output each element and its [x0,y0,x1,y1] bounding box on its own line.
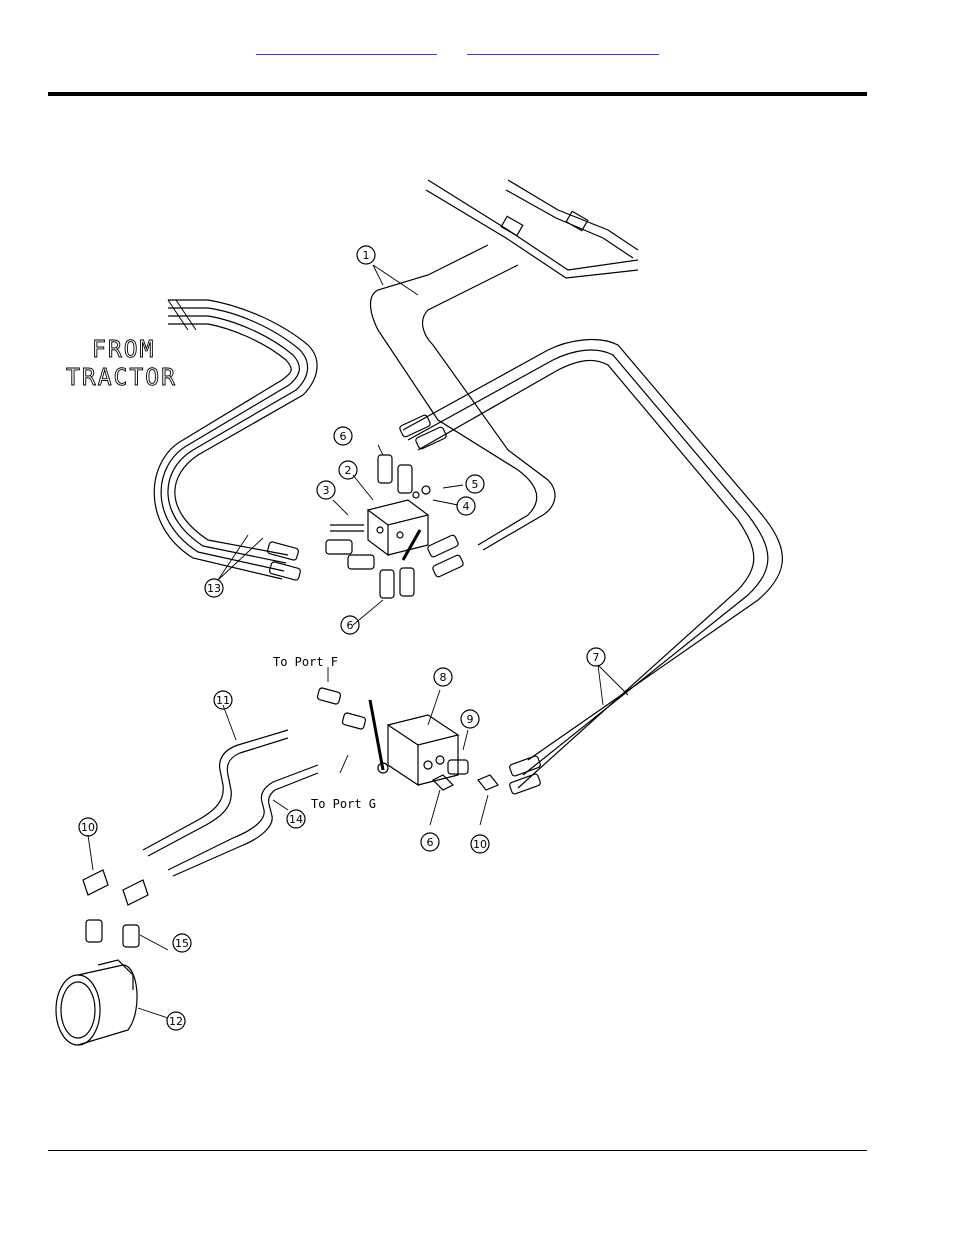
hose-11-14-group [142,687,367,877]
callout-11: 11 [213,690,233,710]
callout-8: 8 [433,667,453,687]
svg-text:12: 12 [169,1015,183,1028]
header-rule [48,92,867,96]
svg-text:6: 6 [427,836,434,849]
leader-lines [87,264,629,1019]
to-port-g-label: To Port G [311,797,376,811]
callout-6-mid: 6 [340,615,360,635]
svg-text:11: 11 [216,694,230,707]
fittings-lower [82,869,149,948]
callout-15: 15 [172,933,192,953]
svg-text:10: 10 [81,821,95,834]
valve-block-8 [368,699,460,787]
hose-13-group [153,299,318,580]
to-port-f-label: To Port F [273,655,338,669]
svg-text:2: 2 [345,464,352,477]
svg-text:8: 8 [440,671,447,684]
valve-block-2 [325,454,431,599]
callout-12: 12 [166,1011,186,1031]
from-tractor-label-line1: FROM [92,337,155,363]
hose-7-group [402,339,783,789]
callout-3: 3 [316,480,336,500]
svg-text:6: 6 [347,619,354,632]
callout-6-top: 6 [333,426,353,446]
hose-1-group [369,179,639,551]
from-tractor-label-line2: TRACTOR [66,365,177,391]
callout-10-right: 10 [470,834,490,854]
callout-6-low: 6 [420,832,440,852]
motor-12 [55,959,138,1046]
callout-5: 5 [465,474,485,494]
svg-text:10: 10 [473,838,487,851]
header-link-2[interactable] [467,40,659,55]
svg-text:9: 9 [467,713,474,726]
callout-7: 7 [586,647,606,667]
svg-text:15: 15 [175,937,189,950]
callout-group: 1 2 3 4 5 6 6 6 7 8 9 10 10 11 12 13 14 … [78,245,606,1031]
svg-text:7: 7 [593,651,600,664]
fittings-9-10-6 [431,755,541,795]
callout-13: 13 [204,578,224,598]
hydraulic-parts-diagram: FROM TRACTOR [55,179,783,1046]
hose-end-fittings [267,414,464,581]
svg-text:13: 13 [207,582,221,595]
svg-text:1: 1 [363,249,370,262]
callout-14: 14 [286,809,306,829]
svg-text:4: 4 [463,500,470,513]
svg-text:6: 6 [340,430,347,443]
callout-9: 9 [460,709,480,729]
callout-2: 2 [338,460,358,480]
svg-text:5: 5 [472,478,479,491]
callout-1: 1 [356,245,376,265]
header-link-1[interactable] [256,40,437,55]
callout-4: 4 [456,496,476,516]
svg-text:3: 3 [323,484,330,497]
callout-10-left: 10 [78,817,98,837]
footer-rule [48,1150,867,1151]
svg-text:14: 14 [289,813,303,826]
